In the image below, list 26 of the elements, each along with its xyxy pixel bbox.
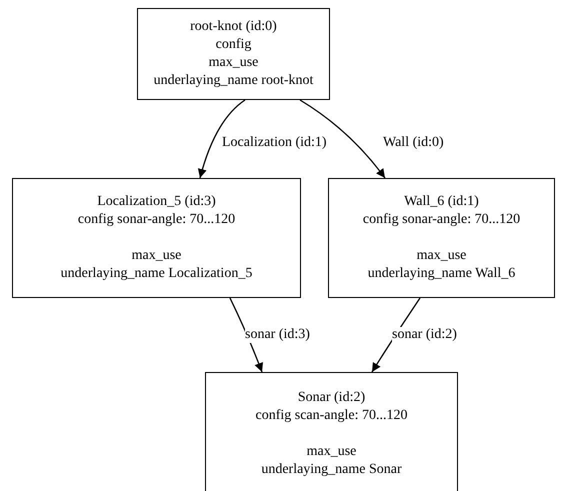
- node-text: underlaying_name Wall_6: [368, 265, 516, 283]
- node-text: underlaying_name root-knot: [154, 72, 314, 90]
- arrow: [300, 99, 386, 178]
- node-text: underlaying_name Localization_5: [60, 265, 252, 283]
- node-text: config scan-angle: 70...120: [255, 407, 408, 425]
- node-box: [12, 178, 301, 298]
- node-text: max_use: [306, 443, 356, 461]
- node-text: config sonar-angle: 70...120: [362, 211, 520, 229]
- edge-label: Wall (id:0): [383, 135, 444, 151]
- arrow: [198, 99, 246, 178]
- node-text: max_use: [208, 54, 258, 72]
- node-text: config: [216, 36, 252, 54]
- node-text: underlaying_name Sonar: [261, 461, 402, 479]
- edge-label: sonar (id:2): [392, 327, 457, 343]
- node-text: max_use: [132, 247, 182, 265]
- node-title: Sonar (id:2): [298, 389, 366, 407]
- node-title: Localization_5 (id:3): [97, 193, 216, 211]
- node-box: [205, 372, 458, 491]
- node-text: max_use: [416, 247, 466, 265]
- edge-label: Localization (id:1): [222, 135, 327, 151]
- node-box: [137, 8, 330, 100]
- node-title: Wall_6 (id:1): [404, 193, 479, 211]
- node-text: config sonar-angle: 70...120: [78, 211, 236, 229]
- edge-label: sonar (id:3): [245, 327, 310, 343]
- node-title: root-knot (id:0): [190, 18, 277, 36]
- node-box: [328, 178, 555, 298]
